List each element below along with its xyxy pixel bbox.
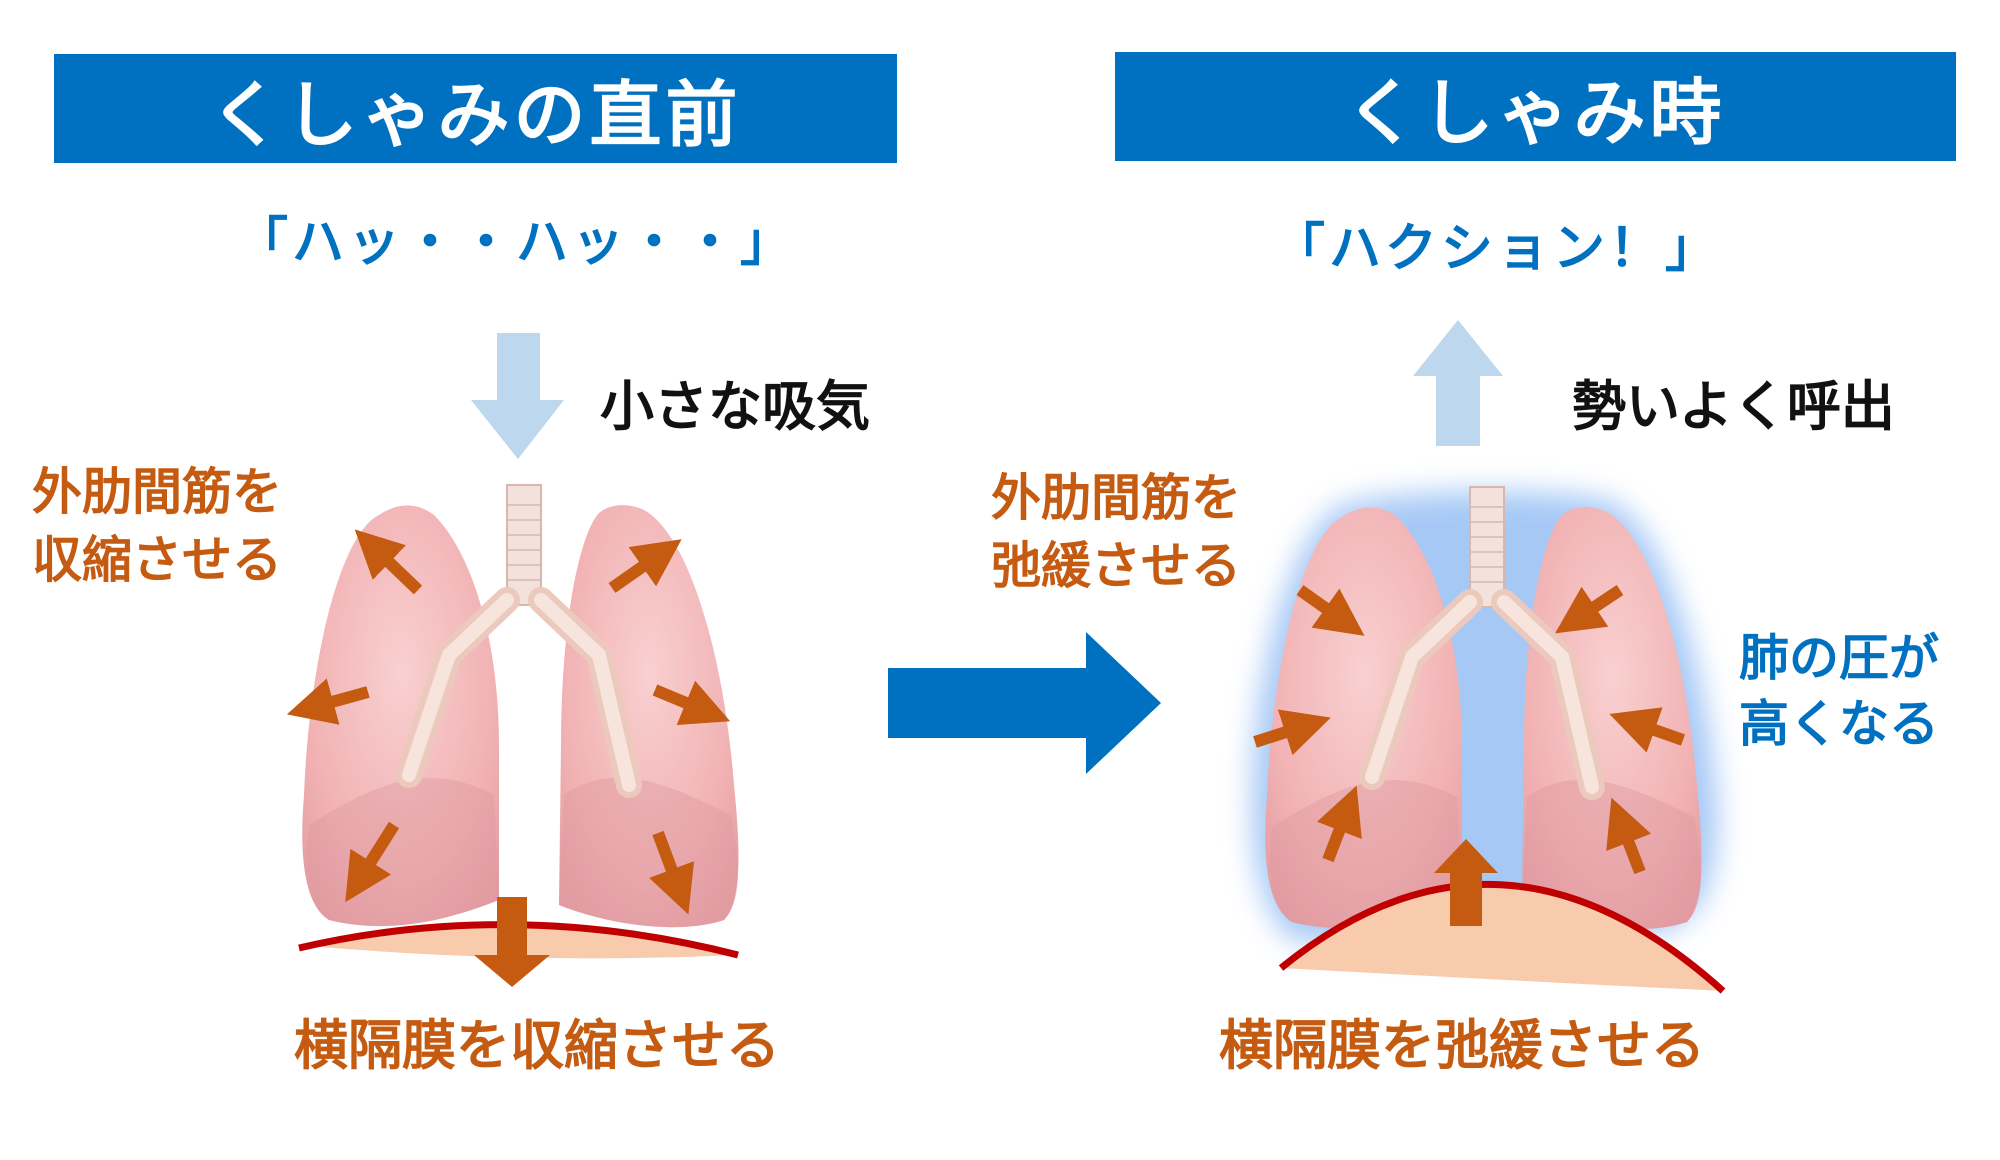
lung-pressure-label: 肺の圧が 高くなる [1739,625,1939,757]
diaphragm-down-arrow [474,897,550,987]
left-sound-text: 「ハッ・・ハッ・・」 [235,213,797,273]
right-diaphragm-fill [1281,884,1723,991]
transition-arrow [888,632,1161,774]
inward-arrows [1253,585,1685,875]
right-muscle-label: 外肋間筋を 弛緩させる [991,464,1241,600]
diaphragm-up-arrow [1434,839,1498,926]
right-muscle-label-line2: 弛緩させる [991,537,1241,595]
lung-pressure-label-line2: 高くなる [1739,695,1939,753]
left-muscle-label-line2: 収縮させる [32,531,282,589]
right-muscle-label-line1: 外肋間筋を [991,469,1241,527]
lung-pressure-label-line1: 肺の圧が [1739,629,1939,687]
right-diaphragm-line [1278,880,1726,994]
inhale-arrow [471,333,564,459]
left-panel-title: くしゃみの直前 [54,54,897,163]
left-diaphragm-label: 横隔膜を収縮させる [294,1014,780,1077]
small-inhale-label: 小さな吸気 [600,375,870,438]
outward-arrows [286,529,731,915]
left-muscle-label-line1: 外肋間筋を [32,463,282,521]
right-panel-title: くしゃみ時 [1115,52,1956,161]
forceful-exhale-label: 勢いよく呼出 [1572,375,1895,438]
left-muscle-label: 外肋間筋を 収縮させる [32,458,282,594]
right-sound-text: 「ハクション！」 [1272,219,1722,279]
exhale-arrow [1413,320,1503,446]
right-diaphragm-label: 横隔膜を弛緩させる [1219,1014,1705,1077]
